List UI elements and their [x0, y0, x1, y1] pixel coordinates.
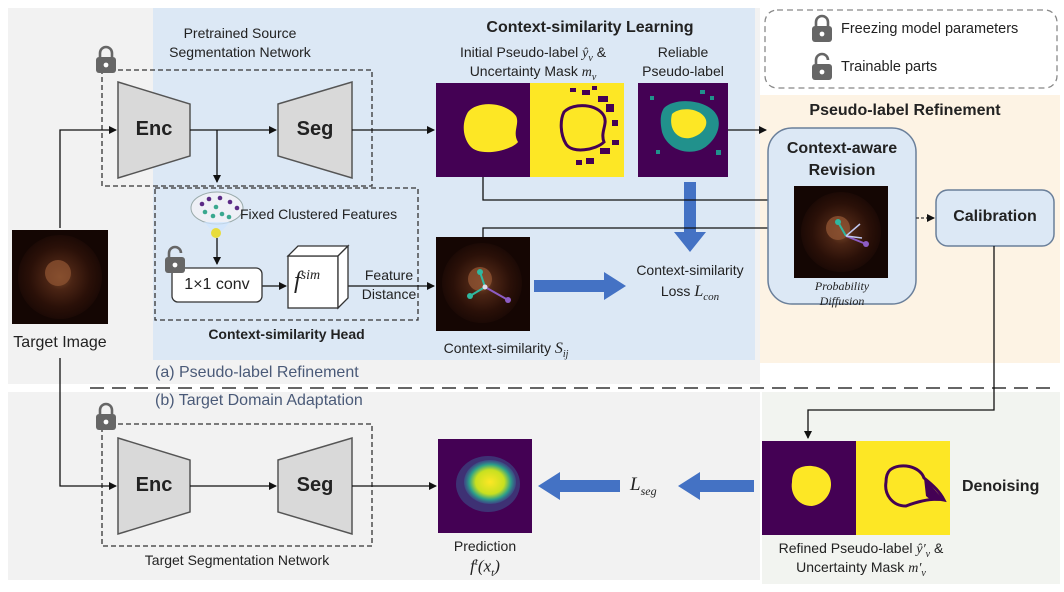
loss-label-line1: Context-similarity — [636, 262, 744, 278]
refined-to-lseg-arrow — [678, 472, 754, 500]
denoising-label: Denoising — [962, 478, 1040, 495]
conv-label: 1×1 conv — [184, 276, 250, 293]
lock-icon — [96, 45, 116, 73]
diffusion-label-line1: Probability — [814, 279, 870, 293]
source-seg-shape — [277, 80, 353, 180]
fixed-features-label: Fixed Clustered Features — [240, 206, 398, 222]
refinement-title: Pseudo-label Refinement — [809, 102, 1001, 119]
cs-learning-title: Context-similarity Learning — [486, 19, 694, 36]
lock-icon — [96, 402, 116, 430]
reliable-label-line2: Pseudo-label — [642, 63, 724, 79]
lseg-label: Lseg — [630, 474, 657, 498]
cs-head-title: Context-similarity Head — [208, 326, 365, 342]
legend-frozen-label: Freezing model parameters — [841, 21, 1019, 37]
refined-uncertainty-mask-image — [856, 441, 950, 535]
target-network-title: Target Segmentation Network — [144, 552, 330, 568]
initial-pseudo-label-image — [436, 83, 530, 177]
source-network-title-line1: Pretrained Source — [183, 25, 297, 41]
calibration-box — [935, 189, 1055, 247]
cs-head-box — [154, 187, 419, 321]
reliable-to-loss-arrow — [674, 182, 706, 252]
refined-pseudo-label-image — [762, 441, 856, 535]
prediction-label: Prediction — [453, 538, 517, 554]
revision-label-line2: Revision — [808, 162, 876, 179]
target-encoder-label: Enc — [135, 474, 173, 496]
target-seg-label: Seg — [296, 474, 334, 496]
legend-trainable-label: Trainable parts — [841, 59, 938, 75]
feature-distance-line2: Distance — [361, 286, 417, 302]
fsim-label: fsim — [294, 268, 321, 294]
revision-label-line1: Context-aware — [786, 140, 898, 157]
loss-label-line2: Loss Lcon — [660, 283, 720, 303]
probability-diffusion-image — [794, 186, 888, 278]
source-seg-label: Seg — [296, 118, 334, 140]
clustered-feature-dots — [199, 195, 240, 220]
section-b-label: (b) Target Domain Adaptation — [155, 392, 363, 409]
source-encoder-label: Enc — [135, 118, 173, 140]
feature-distance-line1: Feature — [364, 267, 414, 283]
unlock-icon — [165, 245, 185, 273]
conv-box — [171, 267, 263, 303]
target-image — [12, 230, 108, 324]
lseg-to-prediction-arrow — [538, 472, 620, 500]
calibration-label: Calibration — [953, 208, 1037, 225]
target-seg-shape — [277, 436, 353, 536]
refined-label-line1: Refined Pseudo-label ŷ′v & — [778, 540, 944, 560]
legend-box — [764, 9, 1058, 89]
source-encoder-shape — [117, 80, 191, 180]
initial-pseudo-label-line2: Uncertainty Mask mv — [469, 63, 597, 83]
context-similarity-image — [436, 237, 530, 331]
uncertainty-mask-image — [530, 83, 624, 177]
legend-unlock-icon — [812, 52, 832, 80]
target-network-box — [101, 423, 373, 547]
target-encoder-shape — [117, 436, 191, 536]
fsim-cube — [286, 244, 350, 310]
prediction-image — [438, 439, 532, 533]
reliable-label-line1: Reliable — [657, 44, 709, 60]
legend-lock-icon — [812, 14, 832, 42]
target-image-label: Target Image — [13, 334, 107, 351]
reliable-pseudo-label-image — [638, 83, 728, 177]
source-network-title-line2: Segmentation Network — [169, 44, 311, 60]
diffusion-label-line2: Diffusion — [819, 294, 865, 308]
initial-pseudo-label-line1: Initial Pseudo-label ŷv & — [459, 44, 607, 64]
context-similarity-label: Context-similarity Sij — [443, 340, 569, 360]
section-a-label: (a) Pseudo-label Refinement — [155, 364, 359, 381]
similarity-to-loss-arrow — [534, 272, 626, 300]
source-network-box — [101, 69, 373, 187]
refined-label-line2: Uncertainty Mask m′v — [796, 559, 926, 579]
prediction-formula: ft(xt) — [470, 556, 500, 580]
